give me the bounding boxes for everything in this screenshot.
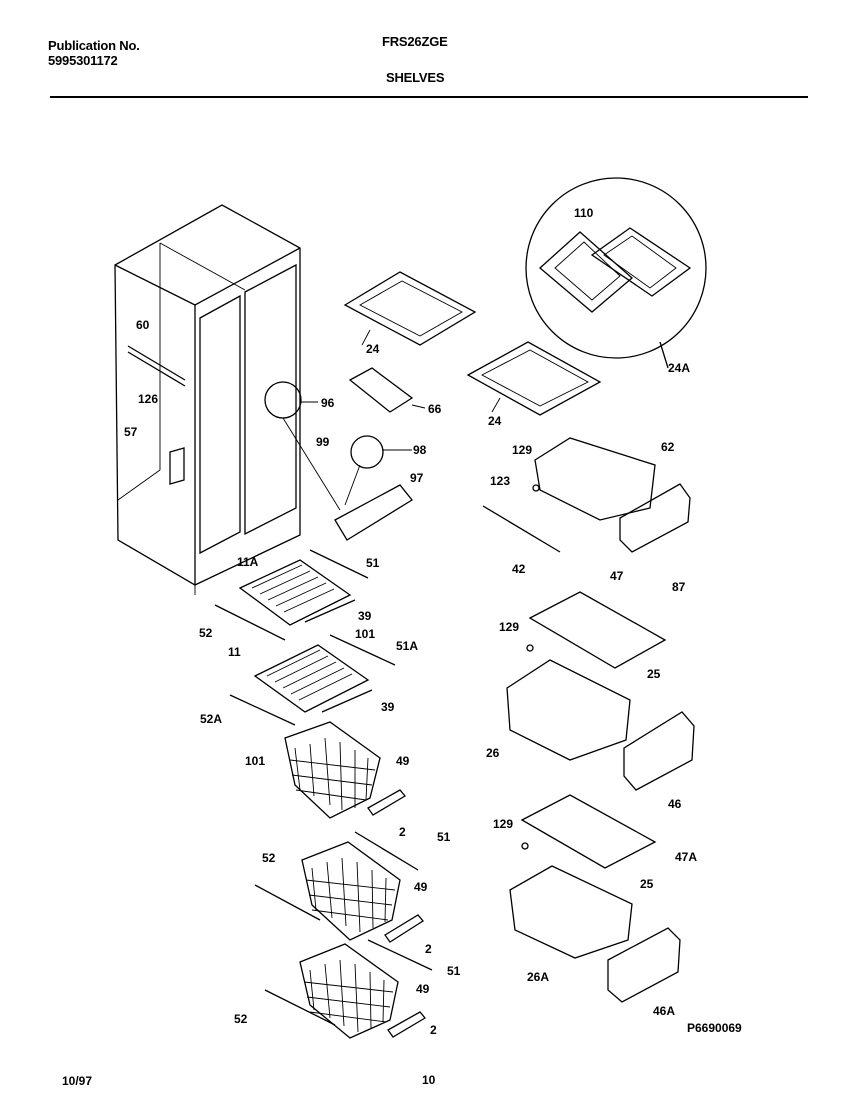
bin-door-87 [619,483,691,553]
basket-49-lower [299,943,399,1039]
callout-label: 126 [138,392,158,406]
rail-42 [482,505,561,553]
callout-label: 52 [234,1012,248,1026]
rail-52-lower [264,989,336,1026]
wire-shelf-11a [238,559,352,626]
crisper-cover-47a [520,794,657,869]
callout-label: 101 [245,754,265,768]
wire-shelf-11 [253,644,370,713]
callout-label: 99 [316,435,330,449]
callout-label: 97 [410,471,424,485]
rail-51a [329,634,396,666]
basket-49-middle [301,841,401,941]
callout-label: 2 [425,942,432,956]
page-number: 10 [422,1073,436,1087]
callout-label: 62 [661,440,675,454]
cabinet-drawing [114,204,301,595]
handle-2-lower [387,1011,426,1038]
section-title: SHELVES [386,70,445,85]
shelf-24-upper [343,271,477,346]
callout-label: 47A [675,850,697,864]
callout-label: 123 [490,474,510,488]
rail-52a [229,694,296,726]
crisper-26 [506,659,631,761]
rail-51-lower [367,939,433,971]
callout-label: 26A [527,970,549,984]
callout-label: 129 [512,443,532,457]
callout-label: 51 [437,830,451,844]
revision-date: 10/97 [62,1074,93,1088]
shelf-24-lower [466,341,602,416]
handle-2-upper [367,789,406,816]
callout-label: 49 [396,754,410,768]
callout-label: 101 [355,627,375,641]
callout-label: 129 [499,620,519,634]
publication-number: 5995301172 [48,53,118,68]
basket-49-upper [284,721,381,819]
callout-label: 57 [124,425,138,439]
rail-51-middle [354,831,419,871]
callout-label: 110 [574,206,594,220]
callout-label: 46A [653,1004,675,1018]
crisper-door-46a [607,927,681,1003]
callout-label: 51A [396,639,418,653]
handle-2-middle [384,914,424,943]
drawing-id: P6690069 [687,1021,742,1035]
callout-label: 24 [488,414,502,428]
callout-label: 25 [640,877,654,891]
callout-label: 52 [199,626,213,640]
crisper-cover-47 [528,591,667,669]
part-66 [348,367,414,413]
callout-label: 42 [512,562,526,576]
callout-label: 2 [430,1023,437,1037]
callout-label: 46 [668,797,682,811]
callout-label: 49 [416,982,430,996]
crisper-26a [509,865,633,959]
callout-label: 52A [200,712,222,726]
callout-label: 60 [136,318,150,332]
callout-label: 39 [381,700,395,714]
callout-label: 87 [672,580,686,594]
callout-label: 129 [493,817,513,831]
callout-label: 11 [228,645,241,659]
callout-label: 52 [262,851,276,865]
header-divider [50,96,808,98]
callout-label: 51 [447,964,461,978]
callout-label: 24A [668,361,690,375]
callout-label: 11A [237,555,259,569]
callout-label: 49 [414,880,428,894]
callout-label: 39 [358,609,372,623]
callout-label: 66 [428,402,442,416]
part-98-detail [350,435,384,469]
callout-label: 98 [413,443,427,457]
publication-label: Publication No. [48,38,140,53]
part-97 [334,484,413,541]
detail-circle [525,177,707,369]
callout-label: 26 [486,746,500,760]
callout-label: 24 [366,342,380,356]
crisper-door-46 [623,711,695,791]
callout-label: 47 [610,569,624,583]
callout-label: 96 [321,396,335,410]
rail-51-upper [309,549,369,579]
callout-label: 25 [647,667,661,681]
model-number: FRS26ZGE [382,34,448,49]
callout-label: 2 [399,825,406,839]
bin-62 [534,437,656,521]
rail-52-middle [254,884,321,921]
rail-52-upper [214,604,286,641]
callout-label: 51 [366,556,380,570]
